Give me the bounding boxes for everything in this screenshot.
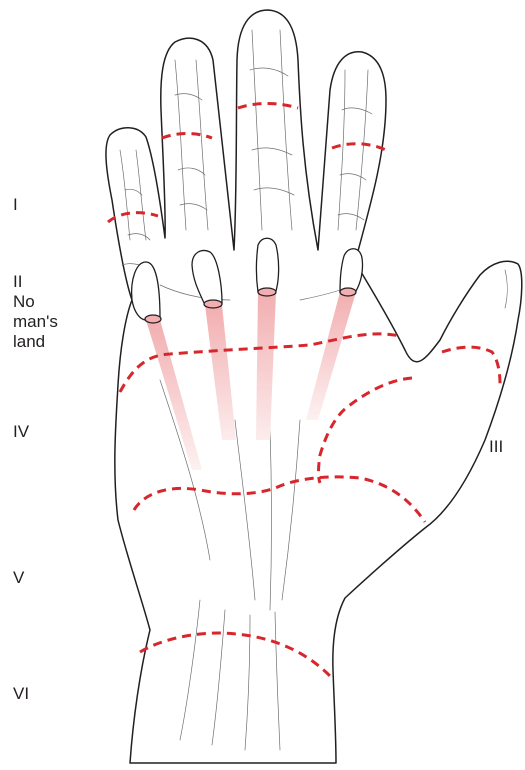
zone-label-iii: III: [489, 437, 503, 457]
zone-label-iv: IV: [13, 422, 29, 442]
zone-label-i: I: [13, 195, 18, 215]
zone-label-v: V: [13, 568, 24, 588]
zone-label-ii-description: No man's land: [13, 292, 83, 352]
zone-label-vi: VI: [13, 684, 29, 704]
zone-label-ii: II: [13, 272, 22, 292]
